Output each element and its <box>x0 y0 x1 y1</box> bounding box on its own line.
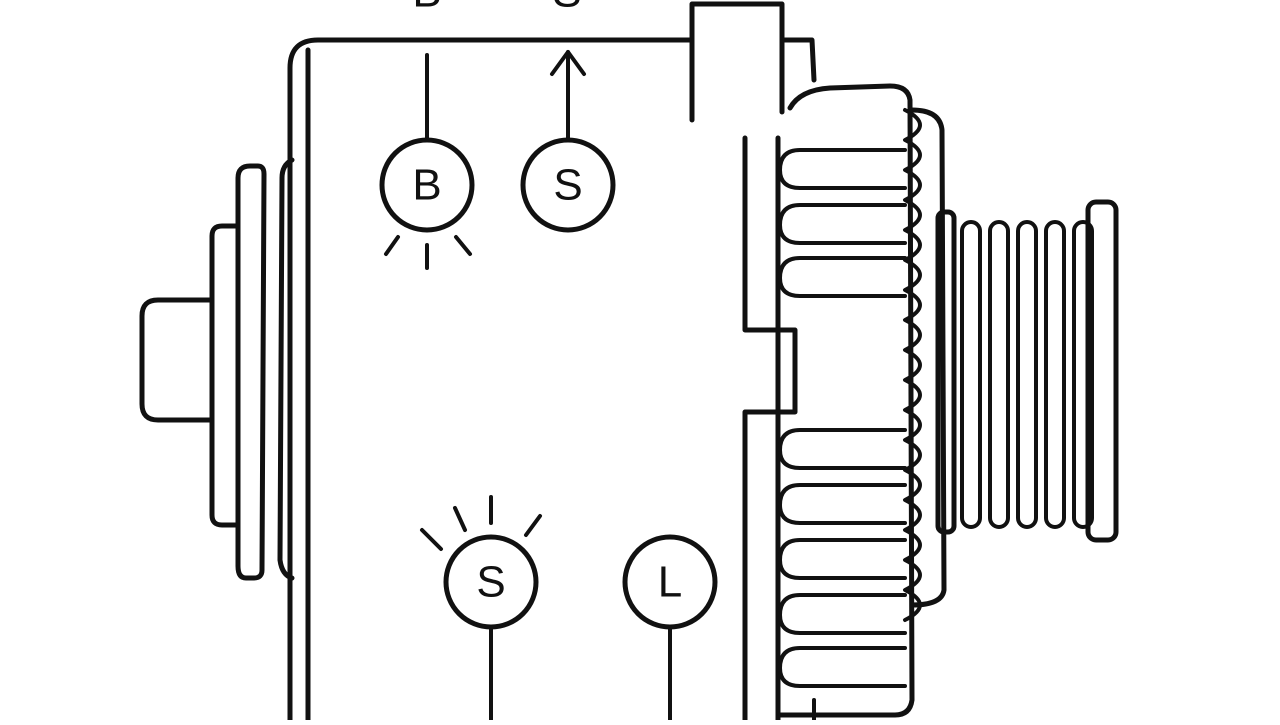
cooling-fins <box>777 83 915 718</box>
terminal-s-upper: S <box>520 50 616 233</box>
terminal-b-label: B <box>412 161 441 210</box>
fin <box>778 483 907 525</box>
shaft-nut <box>139 297 215 423</box>
fin <box>778 148 907 190</box>
lamp-ray <box>420 528 443 551</box>
pulley-groove <box>1044 220 1066 529</box>
lamp-ray <box>453 506 467 532</box>
terminal-b-circle <box>379 137 475 233</box>
pulley-groove <box>1016 220 1038 529</box>
top-label-b: B <box>412 0 441 17</box>
lamp-ray <box>384 235 400 256</box>
terminal-b: B <box>379 53 475 270</box>
terminal-s-lower-label: S <box>476 558 505 607</box>
fan-teeth <box>903 108 922 622</box>
terminal-l-label: L <box>658 558 682 607</box>
drive-pulley <box>935 199 1119 543</box>
pulley-flange <box>1085 199 1119 543</box>
fin <box>778 428 907 470</box>
terminal-s-upper-label: S <box>553 161 582 210</box>
pulley-groove <box>988 220 1010 529</box>
top-label-s: S <box>552 0 581 17</box>
lamp-ray <box>454 235 472 256</box>
arrow-up-icon <box>550 50 586 76</box>
front-housing <box>742 135 798 723</box>
pulley-groove <box>1072 220 1094 529</box>
fin <box>778 538 907 580</box>
terminal-l: L <box>622 534 718 722</box>
lamp-ray <box>524 514 542 537</box>
fin <box>778 203 907 245</box>
fan-ring <box>903 107 947 622</box>
fin <box>778 593 907 635</box>
fin-outline <box>777 83 915 718</box>
fan-outline <box>909 107 947 608</box>
terminal-s-upper-circle <box>520 137 616 233</box>
rear-flange <box>209 157 295 581</box>
pulley-groove <box>960 220 982 529</box>
alternator-housing <box>287 1 817 723</box>
fin <box>778 256 907 298</box>
fin <box>778 646 907 688</box>
terminal-s-lower: S <box>420 495 542 722</box>
